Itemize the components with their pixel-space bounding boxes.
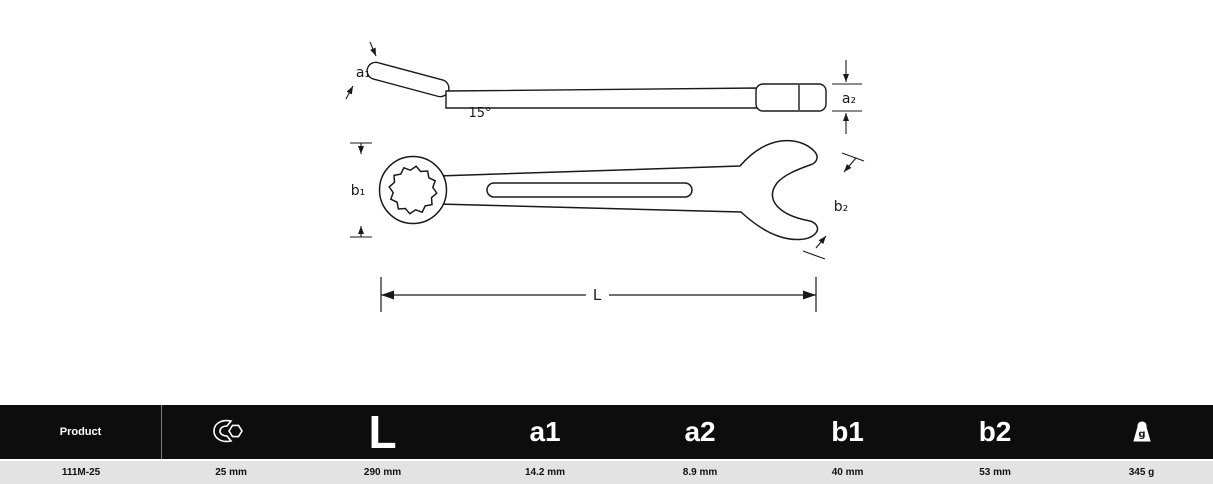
a1-column-header: a1 <box>465 405 625 459</box>
a2-column-header: a2 <box>625 405 775 459</box>
weight-column-header: g <box>1070 405 1213 459</box>
weight-cell: 345 g <box>1128 467 1155 478</box>
jaw-opening-cell: 25 mm <box>215 467 247 478</box>
table-row: 111M-25 25 mm 290 mm 14.2 mm 8.9 mm 40 m… <box>0 461 1213 484</box>
a1-header-label: a1 <box>529 416 561 447</box>
b2-dimension <box>802 152 865 260</box>
b1-dimension <box>350 142 372 238</box>
l-header-label: L <box>368 406 397 458</box>
length-dimension <box>380 277 817 312</box>
l-column-header: L <box>300 405 465 459</box>
product-cell: 111M-25 <box>61 467 101 478</box>
a1-label: a₁ <box>356 65 370 81</box>
b2-header-label: b2 <box>978 416 1012 447</box>
a2-label: a₂ <box>842 91 856 107</box>
product-column-header: Product <box>0 405 163 459</box>
twelve-point-ring <box>388 165 438 215</box>
b1-cell: 40 mm <box>831 467 864 478</box>
side-view-wrench <box>366 61 827 112</box>
wrench-diagram-svg: 15° a₁ a₂ b₁ <box>345 41 865 312</box>
angle-label: 15° <box>468 106 491 121</box>
length-label: L <box>593 286 602 304</box>
a2-dimension <box>832 60 862 134</box>
b1-label: b₁ <box>351 183 366 199</box>
table-header-row: Product L a1 a2 b1 b2 g <box>0 405 1213 459</box>
a1-dimension <box>345 41 377 100</box>
b1-column-header: b1 <box>775 405 920 459</box>
front-view-wrench <box>378 139 819 241</box>
jaw-opening-column-header <box>162 405 300 459</box>
length-cell: 290 mm <box>363 467 402 478</box>
b1-header-label: b1 <box>831 416 864 447</box>
a2-header-label: a2 <box>684 416 716 447</box>
a2-cell: 8.9 mm <box>682 467 718 478</box>
jaw-opening-icon <box>213 419 244 443</box>
weight-icon: g <box>1132 421 1151 442</box>
weight-unit-label: g <box>1138 429 1145 440</box>
dimensions-table: Product L a1 a2 b1 b2 g <box>0 405 1213 484</box>
b2-column-header: b2 <box>920 405 1070 459</box>
a1-cell: 14.2 mm <box>525 467 566 478</box>
b2-cell: 53 mm <box>979 467 1011 478</box>
product-header-label: Product <box>59 426 102 438</box>
wrench-technical-drawing: 15° a₁ a₂ b₁ <box>345 41 865 312</box>
b2-label: b₂ <box>834 199 849 215</box>
